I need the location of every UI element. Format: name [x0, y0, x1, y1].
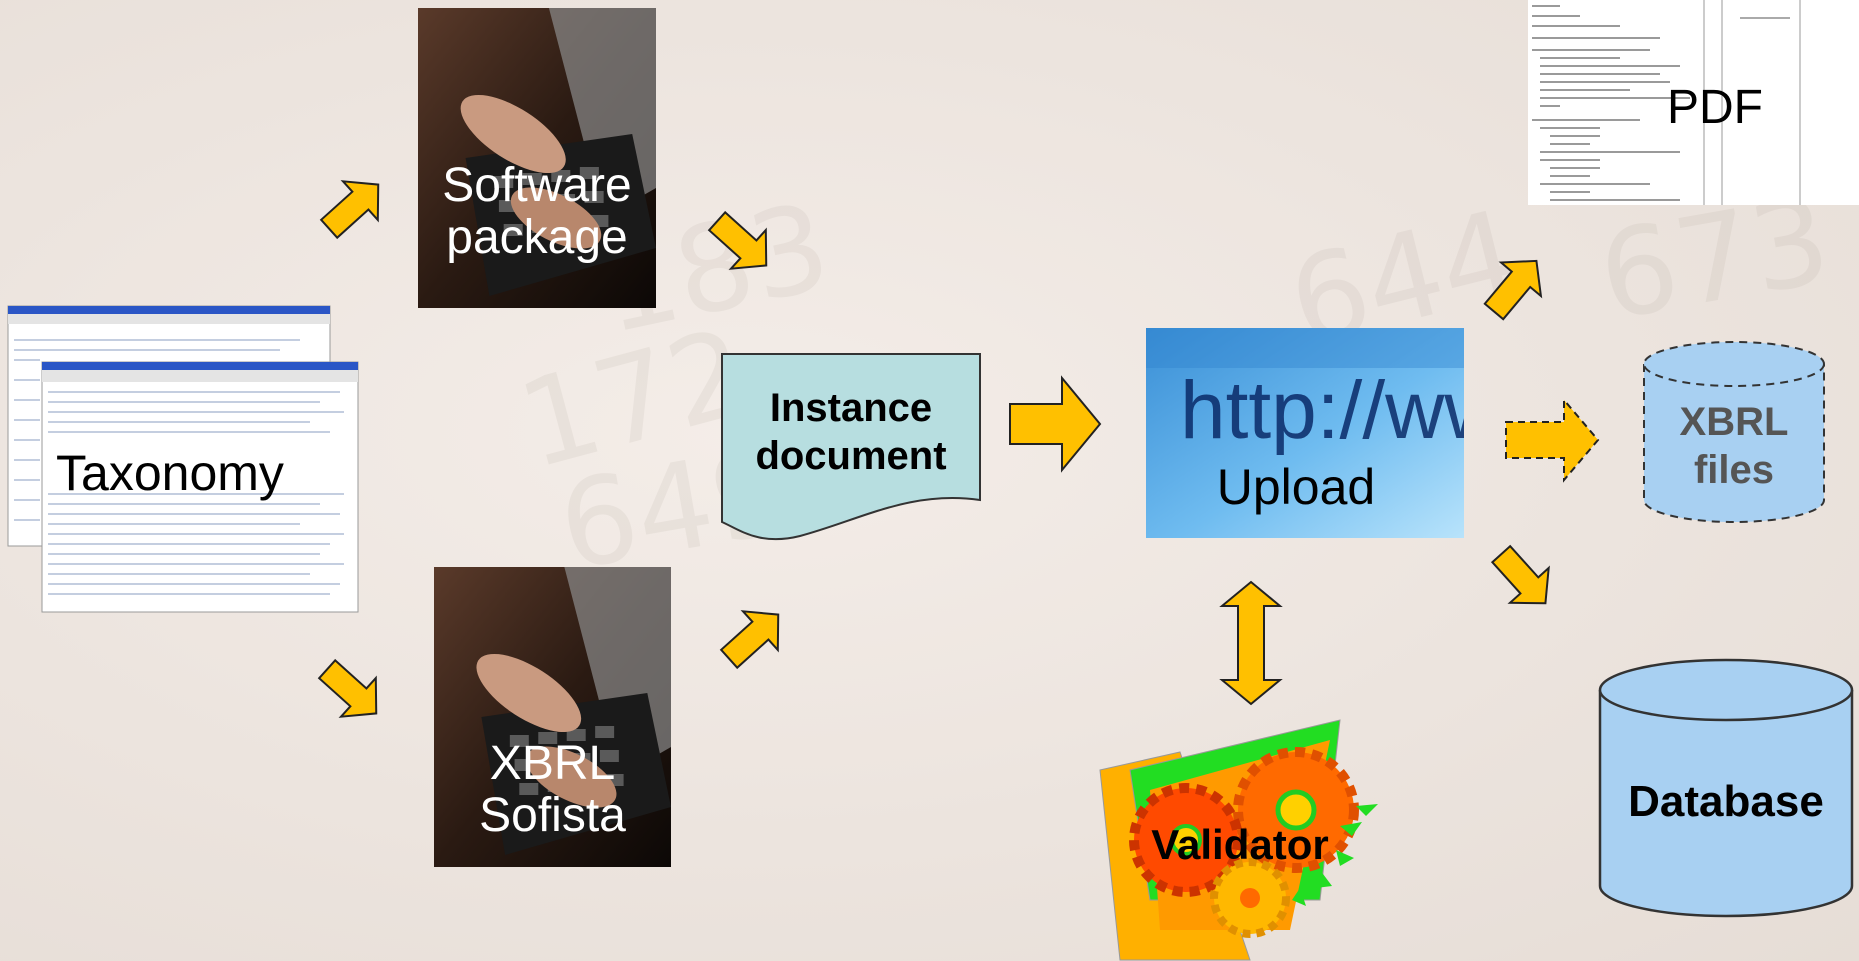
upload-text: Upload [1216, 459, 1376, 515]
arrow-software-to-instance [707, 210, 768, 270]
pdf-label: PDF [1650, 82, 1780, 134]
arrow-upload-to-database [1490, 544, 1550, 605]
xbrl-sofista-label: XBRL Sofista [434, 738, 671, 842]
database-text: Database [1628, 777, 1824, 826]
xbrl-files-cylinder [1643, 341, 1825, 523]
instance-document-line1: Instance [769, 386, 933, 430]
upload-url-text: http://www [1180, 365, 1464, 456]
xbrl-files-label: XBRL files [1644, 398, 1824, 494]
upload-http-image [1146, 328, 1464, 538]
upload-label: Upload [1146, 460, 1446, 514]
software-package-line2: package [446, 210, 628, 264]
software-package-label: Software package [418, 160, 656, 264]
software-package-line1: Software [442, 159, 632, 212]
arrow-taxonomy-to-software [319, 180, 380, 240]
xbrl-sofista-line2: Sofista [479, 788, 626, 842]
instance-document-label: Instance document [722, 384, 980, 480]
arrow-upload-to-pdf [1483, 259, 1543, 321]
database-cylinder [1598, 658, 1854, 918]
instance-document-shape [721, 353, 981, 541]
arrow-sofista-to-instance [719, 610, 780, 670]
validator-text: Validator [1151, 821, 1329, 868]
arrow-upload-to-xbrl-files [1505, 397, 1600, 483]
arrow-upload-validator-bidirectional [1219, 580, 1283, 706]
arrow-instance-to-upload [1009, 375, 1102, 473]
validator-gears-icon [1099, 719, 1378, 961]
taxonomy-label: Taxonomy [40, 446, 300, 500]
pdf-document-preview [1528, 0, 1859, 205]
xbrl-files-line2: files [1693, 448, 1775, 492]
pdf-text: PDF [1667, 81, 1763, 134]
xbrl-sofista-line1: XBRL [489, 737, 616, 790]
taxonomy-text: Taxonomy [56, 445, 284, 501]
arrow-taxonomy-to-sofista [317, 658, 378, 718]
xbrl-files-line1: XBRL [1679, 400, 1789, 444]
taxonomy-screenshot [7, 305, 359, 613]
validator-label: Validator [1120, 822, 1360, 867]
instance-document-line2: document [755, 434, 947, 478]
database-label: Database [1600, 778, 1852, 826]
